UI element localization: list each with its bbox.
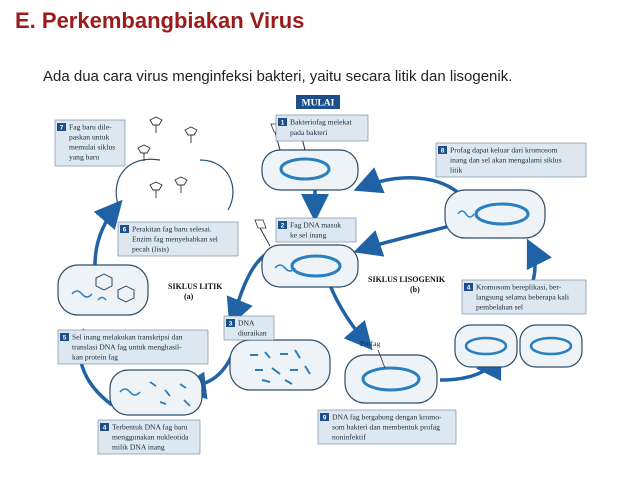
svg-text:som bakteri dan membentuk prof: som bakteri dan membentuk profag (332, 423, 440, 432)
svg-text:milik DNA inang: milik DNA inang (112, 443, 165, 452)
svg-text:9: 9 (323, 415, 327, 422)
step-4-lytic-label: 4 Terbentuk DNA fag baru menggunakan nuk… (97, 419, 201, 455)
svg-text:Profag dapat keluar dari kromo: Profag dapat keluar dari kromosom (450, 146, 558, 155)
step-7-label: 7 Fag baru dile- paskan untuk memulai si… (54, 119, 126, 167)
svg-text:DNA: DNA (238, 319, 255, 328)
cell-new-dna (109, 369, 203, 416)
svg-text:6: 6 (123, 227, 127, 234)
svg-text:1: 1 (281, 120, 285, 127)
page-subtitle: Ada dua cara virus menginfeksi bakteri, … (43, 68, 513, 85)
svg-text:3: 3 (229, 321, 233, 328)
svg-text:7: 7 (60, 125, 64, 132)
svg-text:2: 2 (281, 223, 285, 230)
step-6-label: 6 Perakitan fag baru selesai. Enzim fag … (117, 221, 239, 257)
svg-text:litik: litik (450, 166, 462, 175)
svg-text:Perakitan fag baru selesai.: Perakitan fag baru selesai. (132, 225, 212, 234)
svg-text:menggunakan nukleotida: menggunakan nukleotida (112, 433, 189, 442)
svg-text:langsung selama beberapa kali: langsung selama beberapa kali (476, 293, 569, 302)
lytic-cycle-sub: (a) (184, 292, 194, 301)
step-4-lysogenic-label: 4 Kromosom bereplikasi, ber- langsung se… (461, 279, 587, 315)
svg-text:5: 5 (63, 335, 67, 342)
lysogenic-cycle-title: SIKLUS LISOGENIK (368, 275, 446, 284)
svg-text:4: 4 (103, 425, 107, 432)
cell-lysis (115, 116, 234, 211)
svg-text:Fag baru dile-: Fag baru dile- (69, 123, 112, 132)
lysogenic-cycle-sub: (b) (410, 285, 420, 294)
prophage-label: Profag (360, 339, 380, 348)
cell-dna-degraded (229, 339, 331, 391)
svg-text:Enzim fag menyebabkan sel: Enzim fag menyebabkan sel (132, 235, 218, 244)
svg-text:Sel inang melakukan transkrips: Sel inang melakukan transkripsi dan (72, 333, 183, 342)
svg-text:DNA fag bergabung dengan kromo: DNA fag bergabung dengan kromo- (332, 413, 442, 422)
step-1-label: 1 Bakteriofag melekat pada bakteri (275, 114, 369, 142)
cell-dna-inject (254, 219, 359, 288)
page-title: E. Perkembangbiakan Virus (15, 8, 305, 33)
svg-text:Bakteriofag melekat: Bakteriofag melekat (290, 118, 353, 127)
svg-text:4: 4 (467, 285, 471, 292)
svg-text:Kromosom bereplikasi, ber-: Kromosom bereplikasi, ber- (476, 283, 562, 292)
step-8-label: 8 Profag dapat keluar dari kromosom inan… (435, 142, 587, 178)
cell-excision (444, 189, 546, 239)
cell-division (454, 324, 583, 368)
svg-text:inang dan sel akan mengalami s: inang dan sel akan mengalami siklus (450, 156, 562, 165)
lytic-cycle-title: SIKLUS LITIK (168, 282, 223, 291)
svg-text:kan protein fag: kan protein fag (72, 353, 118, 362)
svg-text:ke sel inang: ke sel inang (290, 231, 326, 240)
svg-text:diuraikan: diuraikan (238, 329, 267, 338)
svg-text:Terbentuk DNA fag baru: Terbentuk DNA fag baru (112, 423, 188, 432)
svg-text:yang baru: yang baru (69, 153, 99, 162)
svg-text:memulai siklus: memulai siklus (69, 143, 115, 152)
step-9-label: 9 DNA fag bergabung dengan kromo- som ba… (317, 409, 457, 445)
start-badge: MULAI (296, 95, 340, 109)
cell-protein-synthesis (57, 264, 149, 316)
start-label: MULAI (302, 99, 335, 109)
svg-text:pembelahan sel: pembelahan sel (476, 303, 523, 312)
step-3-label: 3 DNA diuraikan (223, 315, 275, 341)
step-5-label: 5 Sel inang melakukan transkripsi dan tr… (57, 329, 209, 365)
cell-prophage (344, 349, 438, 404)
svg-text:Fag DNA masuk: Fag DNA masuk (290, 221, 341, 230)
step-2-label: 2 Fag DNA masuk ke sel inang (275, 217, 357, 243)
svg-text:8: 8 (441, 148, 445, 155)
svg-text:noninfektif: noninfektif (332, 433, 366, 442)
svg-text:translasi DNA fag untuk mengha: translasi DNA fag untuk menghasil- (72, 343, 182, 352)
svg-text:paskan untuk: paskan untuk (69, 133, 109, 142)
svg-text:pecah (lisis): pecah (lisis) (132, 245, 169, 254)
svg-text:pada bakteri: pada bakteri (290, 128, 327, 137)
